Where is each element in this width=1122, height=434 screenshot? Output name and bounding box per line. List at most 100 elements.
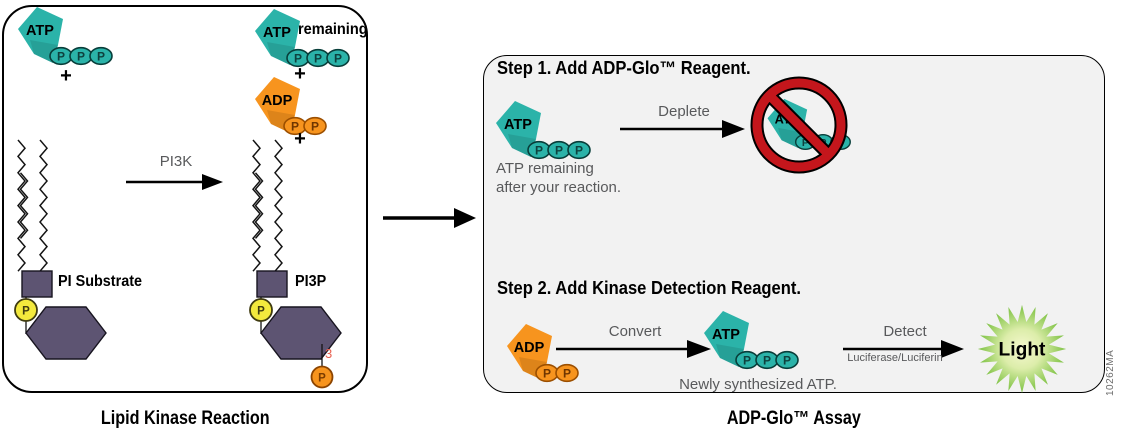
phosphate-ellipse: [775, 350, 799, 370]
plus-sign: +: [60, 65, 72, 87]
deplete-arrow-label: Deplete: [658, 103, 710, 120]
p-label: P: [311, 120, 319, 134]
step1-heading: Step 1. Add ADP-Glo™ Reagent.: [497, 58, 751, 78]
light-label: Light: [999, 340, 1046, 361]
fatty-acid-chain: [39, 139, 48, 272]
p-label: P: [318, 373, 326, 385]
phosphate: P: [303, 116, 327, 136]
step1-atp-molecule: ATP P P P: [496, 101, 591, 160]
p-label: P: [555, 144, 563, 158]
glycerol-backbone: [256, 270, 288, 298]
atp-pentagon-icon: [18, 7, 63, 63]
phosphate: P: [567, 140, 591, 160]
right-panel-caption-text: ADP-Glo™ Assay: [726, 408, 862, 429]
atp-depleted-prohibition-sign: ATP P P P: [750, 76, 851, 174]
atp-label: ATP: [263, 25, 291, 41]
plus-sign: +: [294, 63, 306, 85]
phosphate-circle-yellow: [249, 298, 273, 322]
p-label: P: [763, 354, 771, 368]
atp-label: ATP: [26, 23, 54, 39]
detect-arrow-label: Detect: [883, 323, 927, 340]
atp-label: ATP: [712, 327, 740, 343]
atp-pentagon-icon: [255, 9, 300, 65]
phosphate: P: [775, 350, 799, 370]
atp-molecule-remaining: ATP P P P: [255, 9, 350, 68]
p-label: P: [575, 144, 583, 158]
pi-substrate-lipid: P: [14, 139, 107, 360]
atp-pentagon-icon: [496, 101, 541, 157]
fatty-acid-chain: [252, 139, 261, 272]
adp-label: ADP: [514, 340, 545, 356]
phosphate-ellipse: [326, 48, 350, 68]
phosphate: P: [527, 140, 551, 160]
light-starburst: Light: [977, 304, 1067, 394]
phosphate: P: [306, 48, 330, 68]
p-label: P: [22, 306, 30, 318]
left-panel-caption: Lipid Kinase Reaction: [2, 408, 368, 430]
p-label: P: [291, 120, 299, 134]
p-label: P: [294, 52, 302, 66]
panel-connector-arrow: [383, 208, 476, 228]
p-label: P: [535, 144, 543, 158]
phosphate-ellipse: [303, 116, 327, 136]
phosphate: P: [555, 363, 579, 383]
detect-arrow: [843, 340, 964, 358]
fatty-acid-chain: [274, 139, 283, 272]
fatty-acid-chain-double: [254, 172, 264, 239]
step2-atp-molecule: ATP P P P: [704, 311, 799, 370]
atp-label: ATP: [504, 117, 532, 133]
p-label: P: [563, 367, 571, 381]
pi3p-lipid: P 3 P: [249, 139, 342, 389]
step2-adp-molecule: ADP P P: [507, 324, 579, 383]
atp-molecule-start: ATP P P P: [18, 7, 113, 66]
fatty-acid-chain-double: [19, 172, 29, 239]
phosphate-ellipse: [567, 140, 591, 160]
phosphate-circle-orange: [310, 365, 334, 389]
arrow-head: [202, 174, 223, 190]
inositol-hexagon: [260, 306, 342, 360]
glycerol-backbone: [21, 270, 53, 298]
arrow-head: [722, 120, 745, 138]
inositol-hexagon: [25, 306, 107, 360]
arrow-head: [454, 208, 476, 228]
pi-substrate-label: PI Substrate: [58, 273, 143, 290]
step1-desc-line1: ATP remaining: [496, 160, 594, 177]
arrow-head: [687, 340, 711, 358]
phosphate-ellipse: [89, 46, 113, 66]
p-label: P: [543, 367, 551, 381]
p-label: P: [783, 354, 791, 368]
phosphate: P: [735, 350, 759, 370]
position-3-label: 3: [325, 346, 332, 361]
remaining-label: remaining: [298, 21, 368, 38]
step1-desc-line2: after your reaction.: [496, 179, 622, 196]
adp-molecule: ADP P P: [255, 77, 327, 136]
phosphate: P: [69, 46, 93, 66]
pi3p-label: PI3P: [295, 273, 327, 290]
p-label: P: [802, 137, 809, 149]
phosphate: P: [535, 363, 559, 383]
p-label: P: [257, 306, 265, 318]
step2-heading: Step 2. Add Kinase Detection Reagent.: [497, 278, 801, 298]
phosphate: P: [89, 46, 113, 66]
fatty-acid-chain: [17, 139, 26, 272]
p-label: P: [77, 50, 85, 64]
figure-code-watermark: 10262MA: [1105, 349, 1116, 396]
left-panel-caption-text: Lipid Kinase Reaction: [100, 408, 270, 429]
pi3k-reaction-arrow: [126, 174, 223, 190]
phosphate: P: [755, 350, 779, 370]
phosphate-circle-yellow: [14, 298, 38, 322]
plus-sign: +: [294, 128, 306, 150]
pi3k-arrow-label: PI3K: [159, 153, 193, 170]
arrow-head: [941, 340, 964, 358]
p-label: P: [314, 52, 322, 66]
p-label: P: [334, 52, 342, 66]
phosphate-ellipse: [555, 363, 579, 383]
luciferase-luciferin-label: Luciferase/Luciferin: [847, 352, 943, 364]
prohibition-ring: [752, 78, 846, 172]
adp-label: ADP: [262, 93, 293, 109]
newly-synthesized-label: Newly synthesized ATP.: [679, 376, 837, 393]
p-label: P: [57, 50, 65, 64]
p-label: P: [743, 354, 751, 368]
atp-pentagon-icon: [704, 311, 749, 367]
